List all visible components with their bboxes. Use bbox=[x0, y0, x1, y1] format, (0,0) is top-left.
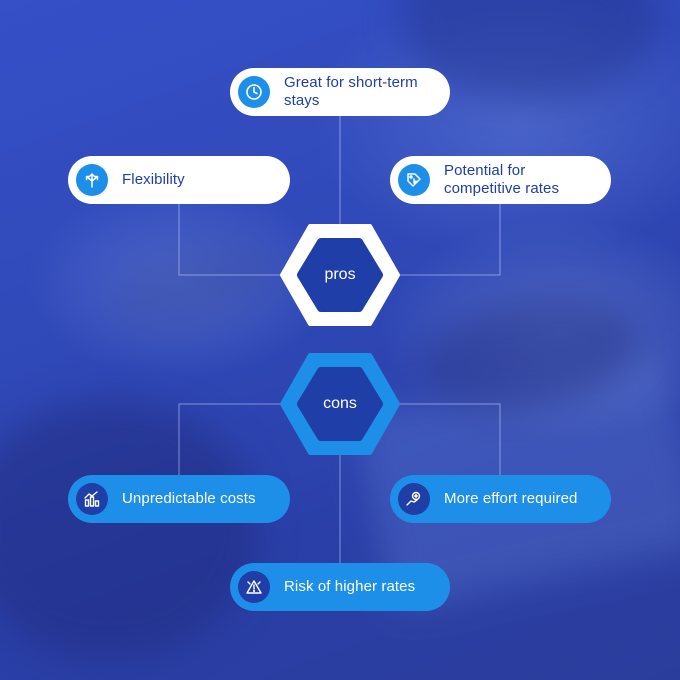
con-item-higher-rates: Risk of higher rates bbox=[230, 563, 450, 611]
cons-label: cons bbox=[323, 395, 357, 412]
fluctuating-chart-icon bbox=[76, 483, 108, 515]
connector-line bbox=[390, 403, 501, 475]
pro-item-label: Flexibility bbox=[122, 171, 185, 188]
con-item-unpredictable-costs: Unpredictable costs bbox=[68, 475, 290, 523]
warning-rising-icon bbox=[238, 571, 270, 603]
con-item-label: More effort required bbox=[444, 490, 578, 507]
con-item-label: Unpredictable costs bbox=[122, 490, 256, 507]
pro-item-label: Potential for competitive rates bbox=[444, 162, 560, 197]
pros-hexagon: pros bbox=[280, 222, 400, 328]
pro-item-label: Great for short-term stays bbox=[284, 74, 418, 109]
directions-arrows-icon bbox=[76, 164, 108, 196]
pros-label: pros bbox=[324, 266, 356, 283]
effort-hand-icon bbox=[398, 483, 430, 515]
con-item-label: Risk of higher rates bbox=[284, 578, 416, 595]
pro-item-flexibility: Flexibility bbox=[68, 156, 290, 204]
connector-line bbox=[178, 204, 290, 276]
clock-icon bbox=[238, 76, 270, 108]
connector-line bbox=[390, 204, 501, 276]
cons-hexagon: cons bbox=[280, 351, 400, 457]
pro-item-competitive-rates: Potential for competitive rates bbox=[390, 156, 611, 204]
con-item-more-effort: More effort required bbox=[390, 475, 611, 523]
pro-item-short-term-stays: Great for short-term stays bbox=[230, 68, 450, 116]
price-tag-down-icon bbox=[398, 164, 430, 196]
background-shape bbox=[0, 400, 260, 660]
connector-line bbox=[178, 403, 290, 475]
